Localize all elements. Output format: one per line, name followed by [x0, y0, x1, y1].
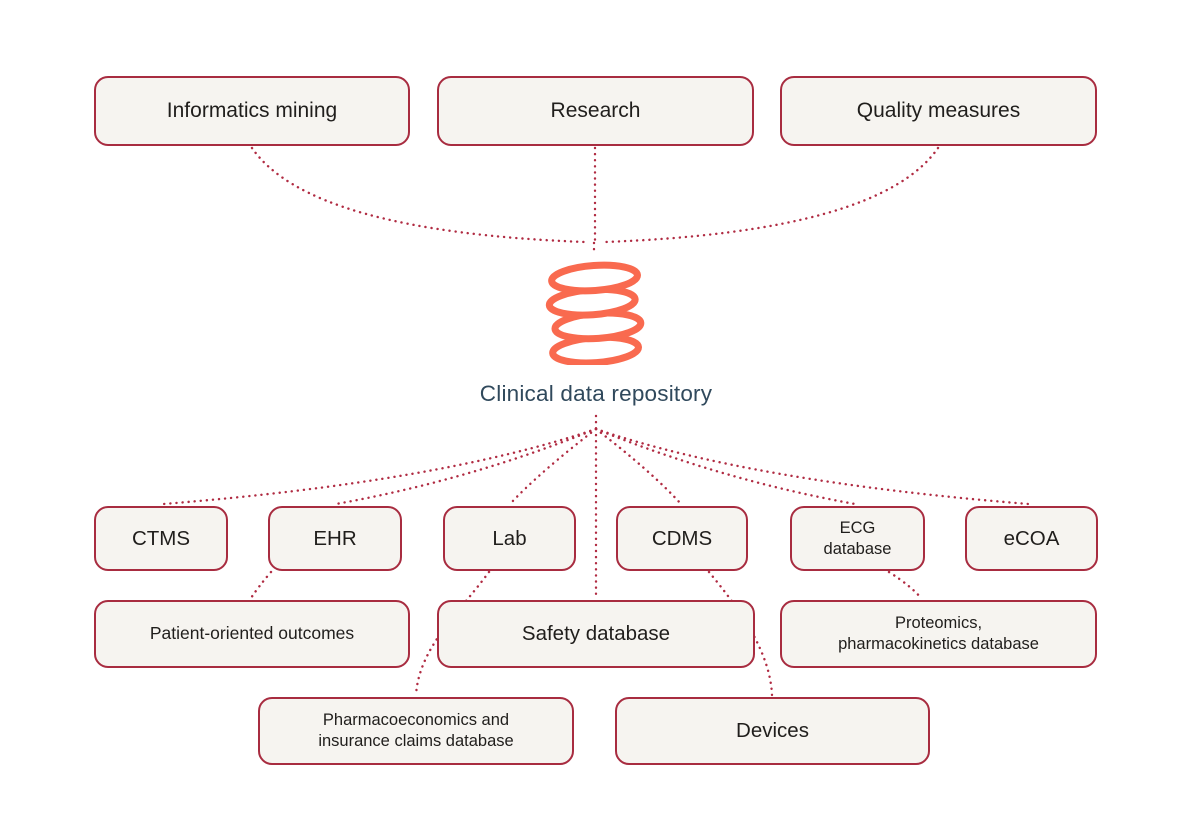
node-cdms-label: CDMS — [651, 526, 713, 550]
node-ecoa-label: eCOA — [1003, 526, 1060, 550]
edge-repository-ecoa — [594, 427, 1031, 506]
edge-ehr-patient-oriented-outcomes — [249, 570, 273, 600]
edge-repository-cdms — [594, 427, 683, 506]
edge-lab-pharmacoeconomics — [414, 570, 491, 697]
node-lab-label: Lab — [492, 526, 527, 550]
node-ehr: EHR — [268, 506, 402, 571]
edge-quality-measures-repository — [602, 146, 940, 244]
edge-repository-lab — [508, 427, 598, 506]
node-informatics-mining-label: Informatics mining — [166, 98, 338, 122]
edge-informatics-mining-repository — [250, 146, 588, 244]
node-ecoa: eCOA — [965, 506, 1098, 571]
edge-repository-ecg-database — [594, 427, 857, 506]
node-proteomics-pharmacokinetics-database: Proteomics, pharmacokinetics database — [780, 600, 1097, 668]
node-research-label: Research — [550, 98, 641, 122]
database-icon — [545, 261, 645, 365]
node-proteomics-label: Proteomics, pharmacokinetics database — [838, 614, 1039, 653]
node-devices-label: Devices — [736, 719, 809, 743]
edge-ecg-database-proteomics — [887, 570, 923, 600]
edge-repository-ehr — [334, 427, 598, 506]
node-patient-oriented-outcomes-label: Patient-oriented outcomes — [149, 623, 355, 644]
node-lab: Lab — [443, 506, 576, 571]
repository-label: Clinical data repository — [479, 381, 713, 406]
node-ehr-label: EHR — [313, 526, 357, 550]
node-research: Research — [437, 76, 754, 146]
node-quality-measures: Quality measures — [780, 76, 1097, 146]
edge-repository-ctms — [161, 427, 598, 506]
node-ctms-label: CTMS — [131, 526, 191, 550]
node-patient-oriented-outcomes: Patient-oriented outcomes — [94, 600, 410, 668]
node-quality-measures-label: Quality measures — [856, 98, 1021, 122]
node-ecg-database: ECG database — [790, 506, 925, 571]
node-ecg-database-label: ECG database — [823, 518, 892, 558]
node-pharmacoeconomics-label: Pharmacoeconomics and insurance claims d… — [318, 711, 514, 750]
node-safety-database: Safety database — [437, 600, 755, 668]
node-pharmacoeconomics-insurance-claims-database: Pharmacoeconomics and insurance claims d… — [258, 697, 574, 765]
node-informatics-mining: Informatics mining — [94, 76, 410, 146]
node-safety-database-label: Safety database — [521, 622, 671, 646]
node-devices: Devices — [615, 697, 930, 765]
node-ctms: CTMS — [94, 506, 228, 571]
node-cdms: CDMS — [616, 506, 748, 571]
